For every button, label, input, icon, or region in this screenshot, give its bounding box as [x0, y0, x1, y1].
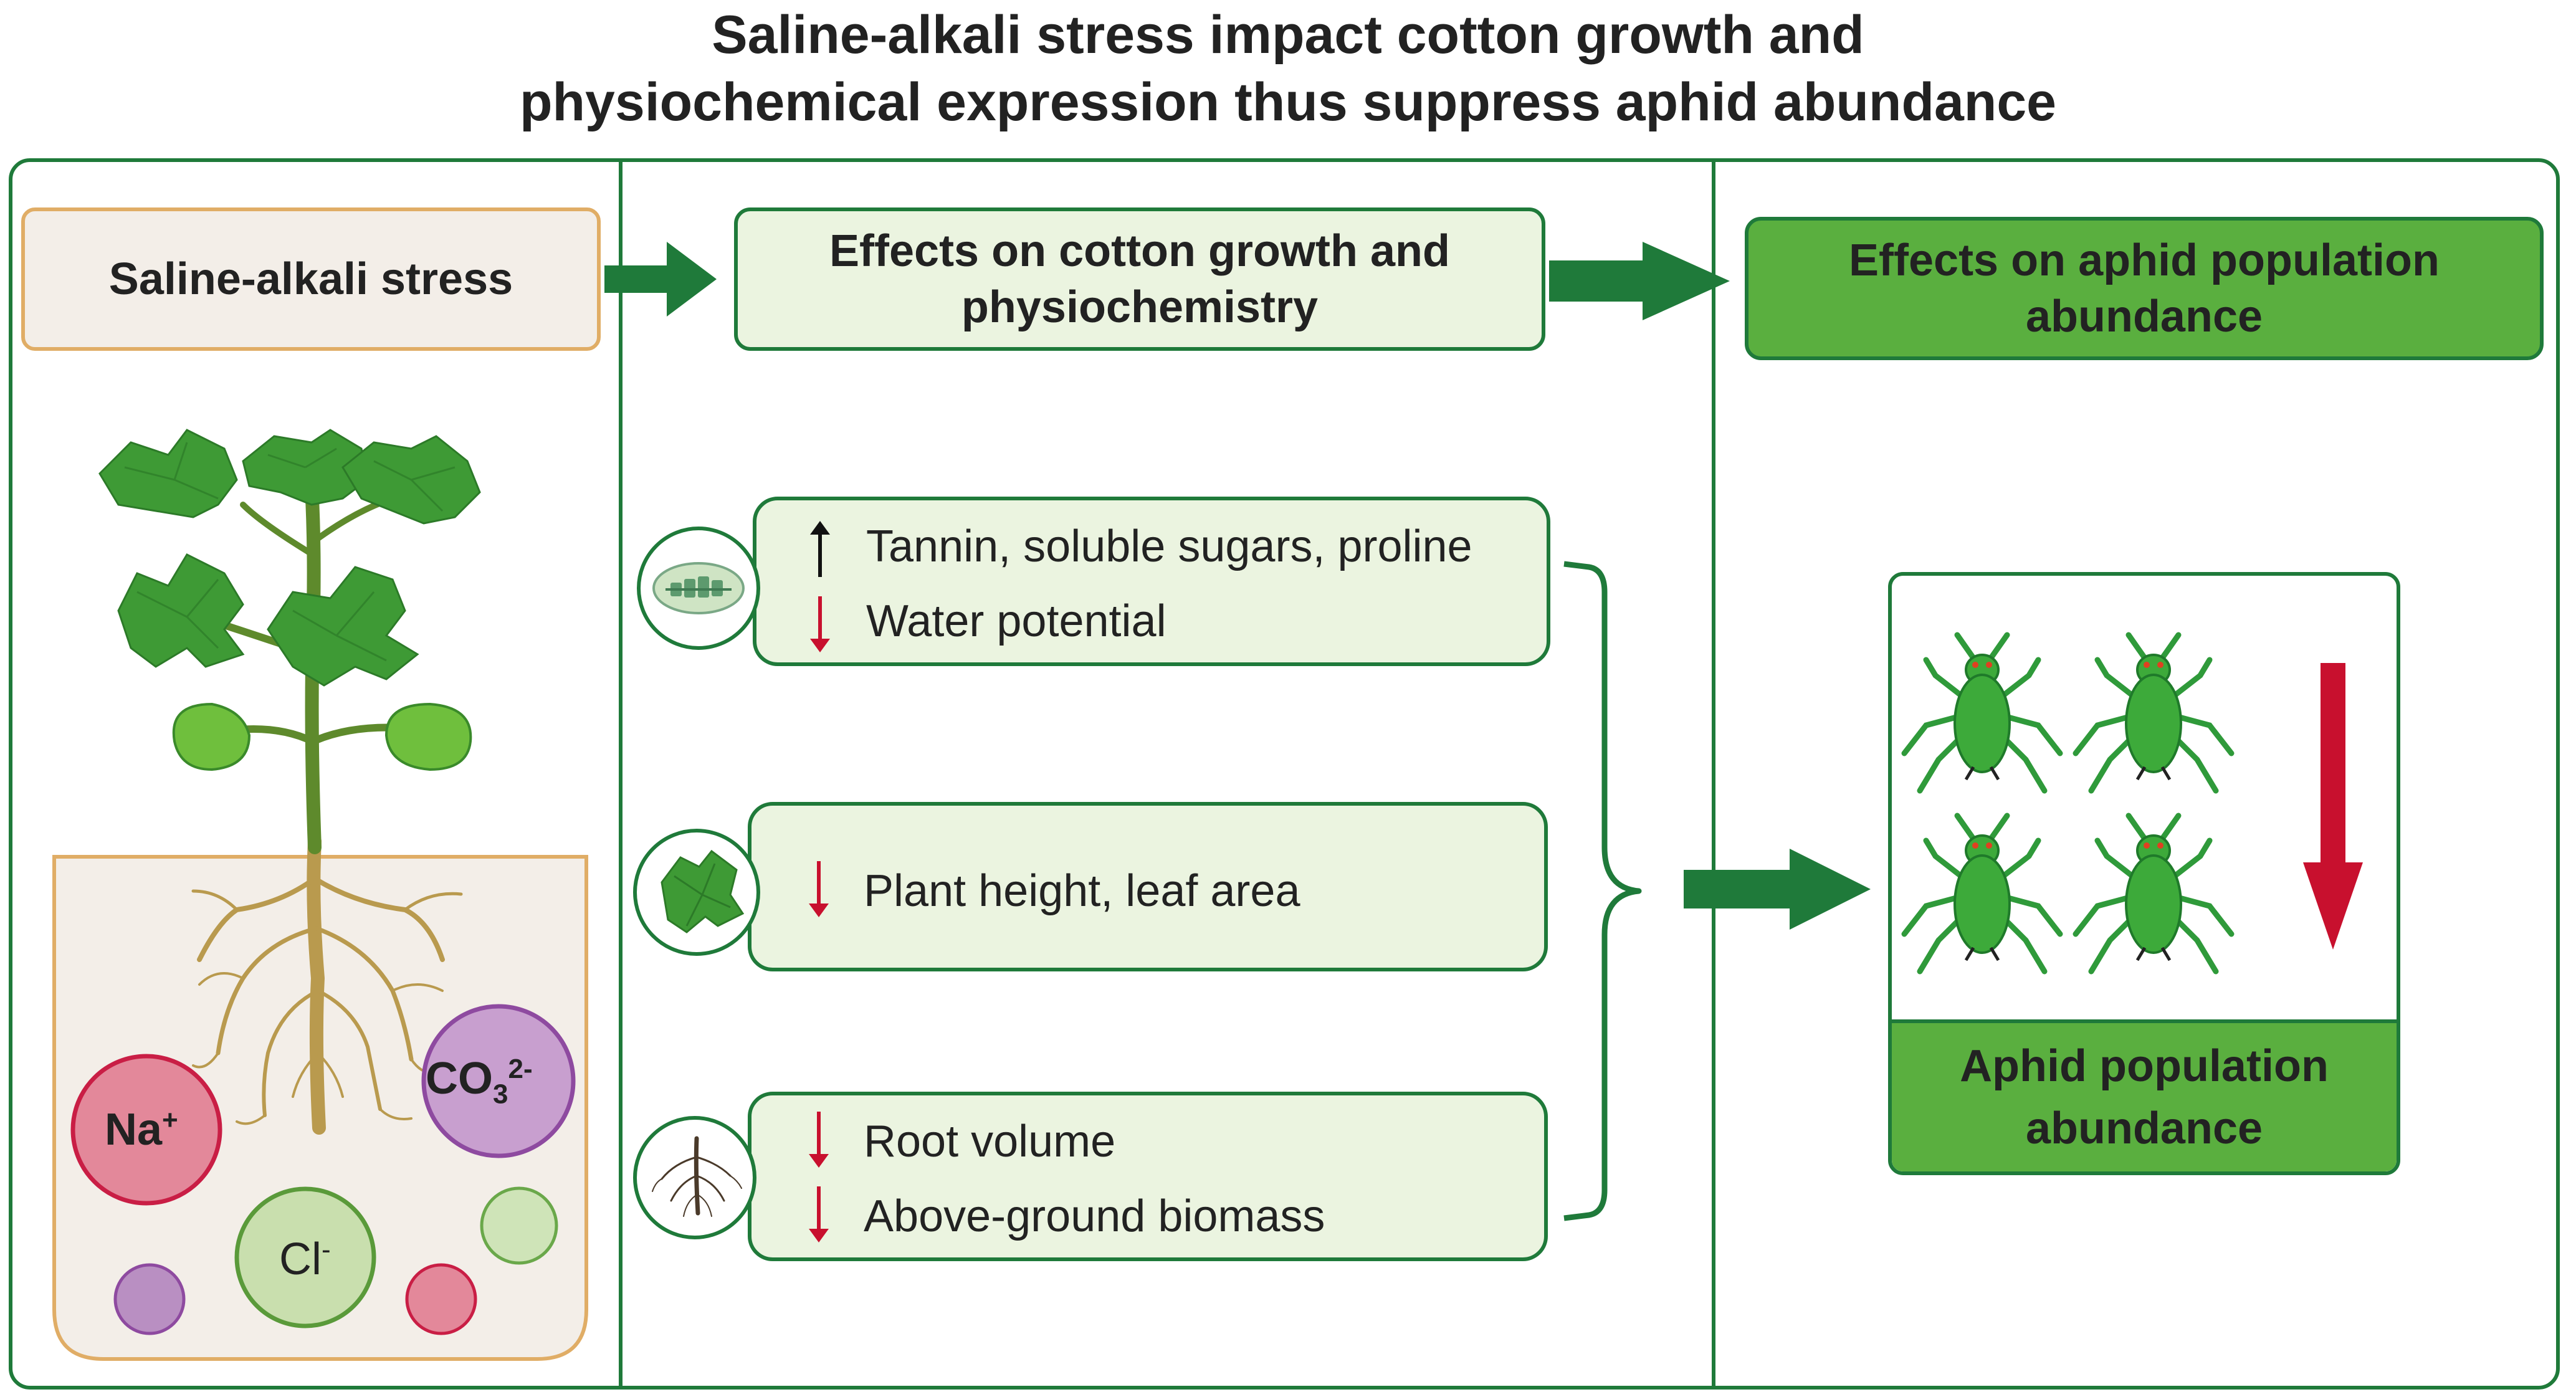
aphid-icon: [2076, 816, 2231, 971]
population-decrease-arrow-icon: [2303, 663, 2363, 950]
effects-bracket: [1563, 561, 1642, 1221]
saline-alkali-stress-label: Saline-alkali stress: [108, 254, 513, 304]
effect-item-growth: [748, 802, 1548, 971]
na-ion-circle: [70, 1054, 222, 1206]
arrow-effects-to-aphid: [1549, 242, 1730, 320]
down-arrow-icon: [809, 861, 829, 917]
down-arrow-icon: [809, 1112, 829, 1168]
effect-line-plant-height: Plant height, leaf area: [864, 866, 1300, 916]
cl-ion-circle: [234, 1186, 376, 1328]
cl-ion-label: Cl-: [279, 1234, 331, 1284]
aphid-icon: [2076, 635, 2231, 791]
effect-line-tannin: Tannin, soluble sugars, proline: [866, 522, 1472, 571]
na-ion-label: Na+: [105, 1105, 178, 1155]
column-divider-2: [1712, 160, 1715, 1388]
cotton-effects-label-line-1: Effects on cotton growth and: [829, 226, 1450, 276]
true-leaves: [98, 429, 481, 687]
aphid-population-label-line-1: Aphid population: [1960, 1041, 2329, 1091]
effect-line-biomass: Above-ground biomass: [864, 1191, 1325, 1241]
figure-frame: [9, 158, 2560, 1390]
down-arrow-icon: [809, 1186, 829, 1242]
aphid-population-label: Aphid population abundance: [1892, 1019, 2397, 1171]
arrow-effects-to-aphid-panel: [1684, 849, 1871, 930]
figure-title-line-1: Saline-alkali stress impact cotton growt…: [712, 5, 1864, 65]
cotyledon-leaves: [172, 702, 472, 771]
root-icon: [652, 1136, 742, 1217]
figure-title-line-2: physiochemical expression thus suppress …: [519, 72, 2057, 132]
cotton-effects-label-line-2: physiochemistry: [961, 282, 1319, 332]
leaf-icon-circle: [633, 829, 760, 956]
cotton-effects-box: Effects on cotton growth and physiochemi…: [734, 207, 1545, 351]
up-arrow-icon: [810, 521, 830, 577]
effect-line-water-potential: Water potential: [866, 596, 1166, 646]
aphid-population-label-line-2: abundance: [2025, 1104, 2263, 1153]
aphid-icon: [1904, 635, 2060, 791]
co3-ion-label: CO32-: [426, 1054, 533, 1110]
cotton-plant-illustration: [98, 429, 481, 1135]
leaf-icon: [661, 849, 745, 933]
root-system: [191, 834, 463, 1135]
effect-item-biomass: [748, 1092, 1548, 1261]
arrow-stress-to-effects: [604, 242, 717, 317]
down-arrow-icon: [810, 596, 830, 652]
root-icon-circle: [633, 1116, 756, 1239]
aphid-effects-label-line-2: abundance: [2025, 292, 2263, 341]
aphid-icon: [1904, 816, 2060, 971]
small-red-ion: [405, 1263, 477, 1335]
small-purple-ion: [113, 1263, 186, 1335]
aphid-effects-label-line-1: Effects on aphid population: [1849, 236, 2440, 285]
saline-alkali-stress-box: Saline-alkali stress: [21, 207, 601, 351]
small-green-ion: [480, 1186, 558, 1265]
chloroplast-icon: [652, 562, 745, 614]
aphid-effects-box: Effects on aphid population abundance: [1745, 217, 2544, 360]
aphid-population-panel: Aphid population abundance: [1888, 572, 2400, 1175]
co3-ion-circle: [421, 1004, 576, 1158]
column-divider-1: [619, 160, 623, 1388]
effect-line-root-volume: Root volume: [864, 1117, 1116, 1166]
effect-item-physiochemistry: [753, 497, 1550, 666]
chloroplast-icon-circle: [637, 527, 760, 650]
